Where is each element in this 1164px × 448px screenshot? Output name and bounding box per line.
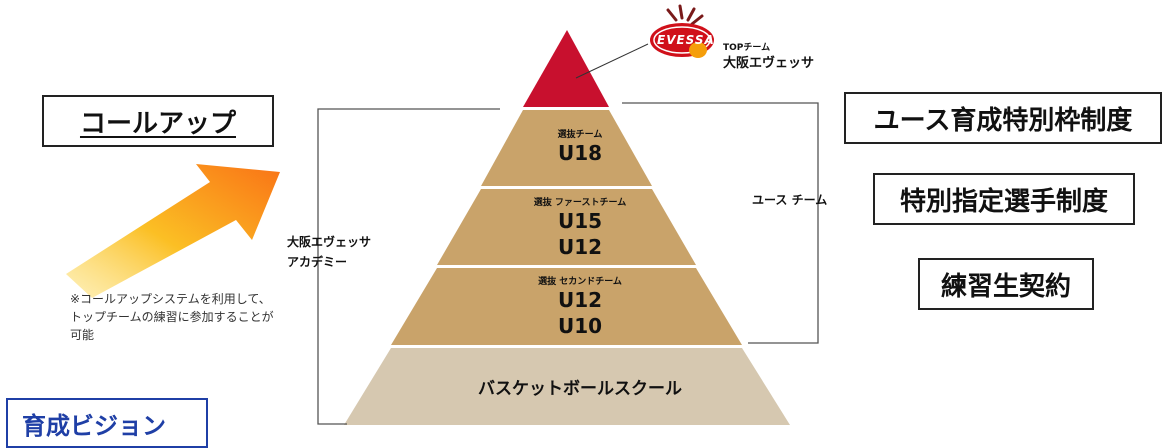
tier-age: U10 xyxy=(557,314,603,338)
school-label: バスケットボールスクール xyxy=(478,379,682,399)
program-box-special: 特別指定選手制度 xyxy=(873,173,1135,225)
tier-group-label: 選抜 セカンドチーム xyxy=(538,277,622,287)
youth-team-bracket xyxy=(622,102,819,344)
top-team-name: 大阪エヴェッサ xyxy=(723,56,815,71)
callup-note: ※コールアップシステムを利用して、トップチームの練習に参加することが可能 xyxy=(70,292,274,342)
callup-arrow xyxy=(66,164,280,298)
vision-title: 育成ビジョン xyxy=(6,398,208,448)
callup-label: コールアップ xyxy=(79,108,236,139)
logo-text: EVESSA xyxy=(657,33,715,47)
pyramid-tier-u12 xyxy=(391,268,742,345)
pyramid-tier-u18 xyxy=(481,110,652,186)
tier-u12-u10: 選抜 セカンドチーム U12 U10 xyxy=(430,274,730,339)
tier-u18: 選抜チーム U18 xyxy=(430,127,730,166)
top-team-subtitle: TOPチーム xyxy=(723,43,771,53)
tier-group-label: 選抜チーム xyxy=(557,130,603,140)
pyramid-top-layer xyxy=(523,30,609,107)
tier-u15-u12: 選抜 ファーストチーム U15 U12 xyxy=(430,195,730,260)
pyramid-school-layer xyxy=(344,348,790,425)
academy-line-2: アカデミー xyxy=(287,255,348,269)
callup-box: コールアップ xyxy=(42,95,274,147)
program-box-youth: ユース育成特別枠制度 xyxy=(844,92,1162,144)
tier-age: U12 xyxy=(557,288,603,312)
program-box-trainee: 練習生契約 xyxy=(918,258,1094,310)
youth-team-label: ユース チーム xyxy=(752,193,828,207)
evessa-logo-icon xyxy=(650,4,714,58)
top-pointer-line xyxy=(575,43,649,79)
tier-group-label: 選抜 ファーストチーム xyxy=(533,198,627,208)
tier-age: U18 xyxy=(557,141,603,165)
pyramid-tier-u15 xyxy=(437,189,696,265)
academy-label: 大阪エヴェッサ アカデミー xyxy=(287,232,371,272)
academy-bracket xyxy=(317,108,500,425)
tier-age: U15 xyxy=(557,209,603,233)
tier-age: U12 xyxy=(557,235,603,259)
academy-line-1: 大阪エヴェッサ xyxy=(287,235,372,249)
